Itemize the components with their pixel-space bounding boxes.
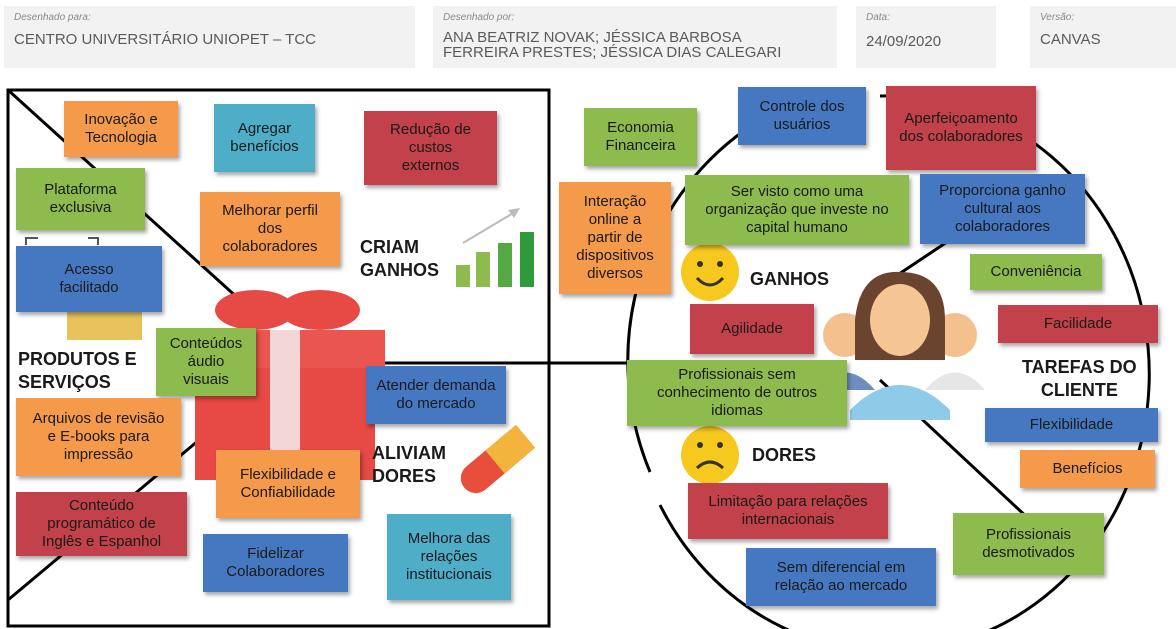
designed-by-label: Desenhado por: xyxy=(443,12,515,23)
note-aperfeicoamento: Aperfeiçoamento dos colaboradores xyxy=(886,86,1036,170)
note-conveniencia: Conveniência xyxy=(970,254,1102,290)
happy-face-icon xyxy=(681,243,739,301)
criam-ganhos-line1: CRIAM xyxy=(360,237,419,257)
people-icon xyxy=(815,271,985,420)
ganhos-label: GANHOS xyxy=(750,269,830,289)
note-limitacao-relacoes: Limitação para relações internacionais xyxy=(688,483,888,539)
note-melhora-relacoes: Melhora das relações institucionais xyxy=(387,514,511,600)
designed-for-label: Desenhado para: xyxy=(14,12,91,23)
note-arquivos-revisao: Arquivos de revisão e E-books para impre… xyxy=(16,398,181,476)
note-agilidade: Agilidade xyxy=(690,304,814,354)
note-flexibilidade: Flexibilidade xyxy=(985,408,1158,442)
designed-by-value: ANA BEATRIZ NOVAK; JÉSSICA BARBOSA FERRE… xyxy=(443,30,781,60)
note-profissionais-sem-conhecimento: Profissionais sem conhecimento de outros… xyxy=(627,360,847,426)
header-date: Data: 24/09/2020 xyxy=(856,6,996,68)
note-sem-diferencial: Sem diferencial em relação ao mercado xyxy=(746,548,936,606)
note-atender-demanda: Atender demanda do mercado xyxy=(366,366,506,424)
value-map-square xyxy=(6,88,551,628)
header-designed-for: Desenhado para: CENTRO UNIVERSITÁRIO UNI… xyxy=(4,6,415,68)
pill-icon xyxy=(460,424,536,494)
tarefas-cliente-label: TAREFAS DO CLIENTE xyxy=(1022,356,1137,402)
designed-by-line1: ANA BEATRIZ NOVAK; JÉSSICA BARBOSA xyxy=(443,29,742,46)
aliviam-dores-label: ALIVIAM DORES xyxy=(372,442,446,488)
tarefas-cliente-line2: CLIENTE xyxy=(1040,380,1118,400)
product-box-icon xyxy=(67,310,142,340)
dores-label: DORES xyxy=(752,445,817,465)
designed-for-value: CENTRO UNIVERSITÁRIO UNIOPET – TCC xyxy=(14,31,316,48)
criam-ganhos-line2: GANHOS xyxy=(360,260,440,280)
bracket-decor xyxy=(25,237,99,245)
note-acesso-facilitado: Acesso facilitado xyxy=(16,246,162,312)
note-conteudos-audio-visuais: Conteúdos áudio visuais xyxy=(156,328,256,396)
note-controle-usuarios: Controle dos usuários xyxy=(738,87,866,145)
growth-chart-icon xyxy=(456,208,534,287)
note-conteudo-programatico: Conteúdo programático de Inglês e Espanh… xyxy=(16,492,187,556)
note-plataforma-exclusiva: Plataforma exclusiva xyxy=(16,168,145,230)
note-ser-visto: Ser visto como uma organização que inves… xyxy=(685,175,909,245)
note-economia-financeira: Economia Financeira xyxy=(584,108,697,166)
version-label: Versão: xyxy=(1040,12,1075,23)
note-melhorar-perfil: Melhorar perfil dos colaboradores xyxy=(200,192,340,266)
header-designed-by: Desenhado por: ANA BEATRIZ NOVAK; JÉSSIC… xyxy=(433,6,837,68)
date-value: 24/09/2020 xyxy=(866,33,942,50)
note-facilidade: Facilidade xyxy=(998,305,1158,343)
sad-face-icon xyxy=(681,426,739,484)
header-version: Versão: CANVAS xyxy=(1030,6,1176,68)
designed-by-line2: FERREIRA PRESTES; JÉSSICA DIAS CALEGARI xyxy=(443,44,782,61)
criam-ganhos-label: CRIAM GANHOS xyxy=(360,236,439,282)
note-proporciona-ganho: Proporciona ganho cultural aos colaborad… xyxy=(920,174,1085,244)
produtos-servicos-label: PRODUTOS E SERVIÇOS xyxy=(18,348,137,394)
date-label: Data: xyxy=(866,12,890,23)
customer-profile-circle xyxy=(658,94,1151,629)
aliviam-dores-line1: ALIVIAM xyxy=(372,443,446,463)
version-value: CANVAS xyxy=(1040,31,1101,48)
produtos-servicos-line2: SERVIÇOS xyxy=(18,372,111,392)
note-profissionais-desmotivados: Profissionais desmotivados xyxy=(953,513,1104,575)
note-fidelizar-colaboradores: Fidelizar Colaboradores xyxy=(203,534,348,592)
aliviam-dores-line2: DORES xyxy=(372,466,437,486)
note-beneficios: Benefícios xyxy=(1020,450,1155,488)
note-flexibilidade-confiabilidade: Flexibilidade e Confiabilidade xyxy=(216,450,360,518)
note-interacao-online: Interação online a partir de dispositivo… xyxy=(559,182,671,294)
note-agregar-beneficios: Agregar benefícios xyxy=(214,104,315,172)
note-reducao-custos: Redução de custos externos xyxy=(364,111,497,185)
produtos-servicos-line1: PRODUTOS E xyxy=(18,349,137,369)
note-inovacao-tecnologia: Inovação e Tecnologia xyxy=(64,101,178,157)
tarefas-cliente-line1: TAREFAS DO xyxy=(1022,357,1137,377)
